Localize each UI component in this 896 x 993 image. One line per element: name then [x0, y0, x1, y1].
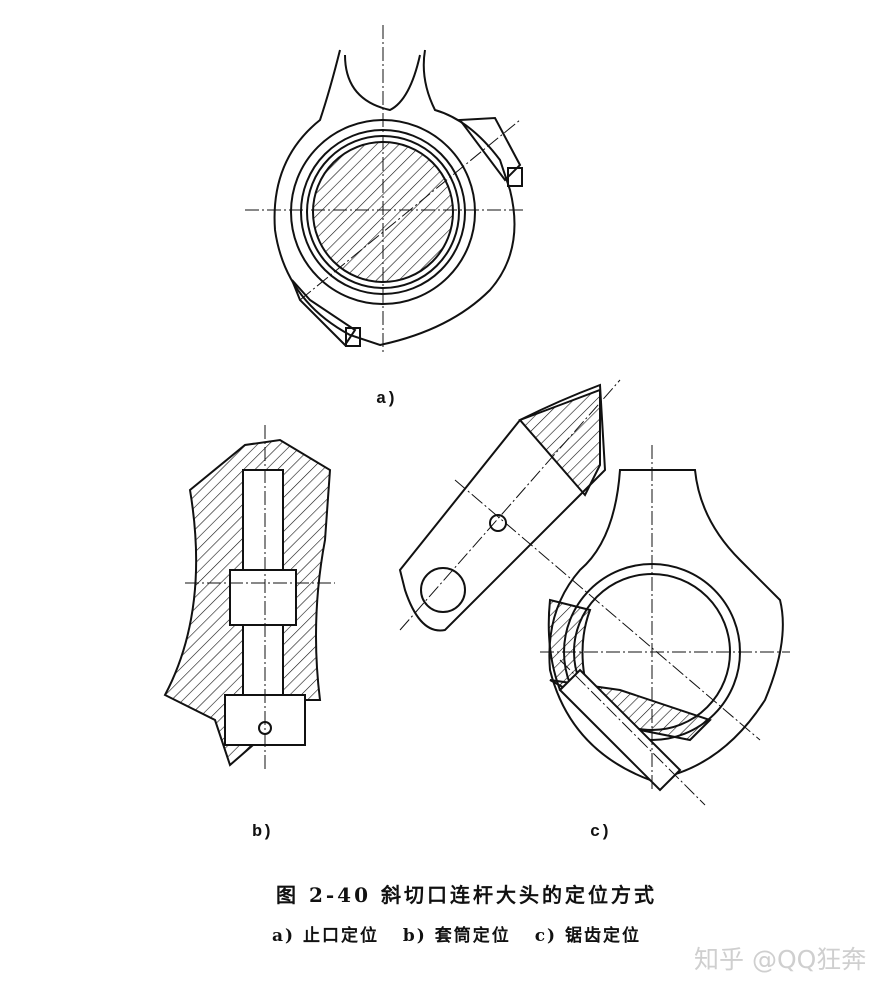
- drawing-c-serration-locating: [398, 379, 790, 806]
- caption-item-c: c) 锯齿定位: [534, 926, 642, 946]
- subfigure-label-c: c): [590, 823, 611, 842]
- drawing-b-sleeve-locating: [163, 425, 335, 770]
- caption-item-b: b) 套筒定位: [402, 926, 511, 946]
- caption-item-a: a) 止口定位: [272, 926, 379, 946]
- drawing-a-spigot-locating: [245, 25, 525, 355]
- figure-caption-title: 图 2-40 斜切口连杆大头的定位方式: [276, 883, 657, 907]
- subfigure-label-b: b): [252, 823, 273, 842]
- subfigure-label-a: a): [376, 390, 397, 409]
- watermark: 知乎 @QQ狂奔: [694, 945, 867, 974]
- figure-caption-items: a) 止口定位 b) 套筒定位 c) 锯齿定位: [272, 921, 657, 946]
